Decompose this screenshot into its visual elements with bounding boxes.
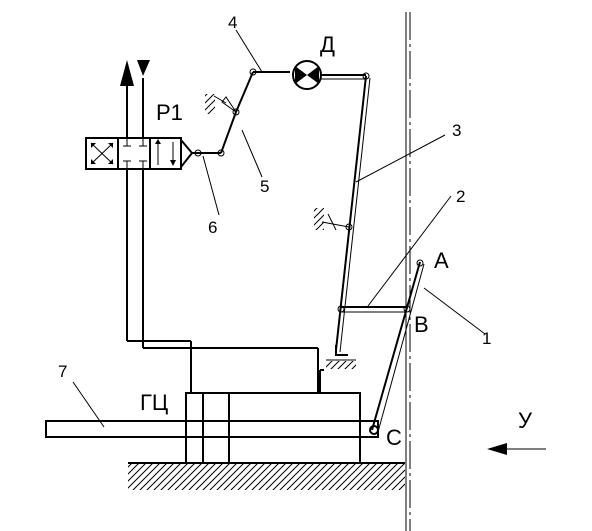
arrow-down-icon (137, 60, 150, 76)
linkage-6-5-4 (192, 68, 290, 157)
labels: 4 Д P1 3 2 5 6 A B 1 7 ГЦ C У (58, 13, 533, 450)
arrow-up-icon (120, 60, 134, 86)
label-a: A (434, 248, 449, 273)
label-7: 7 (58, 362, 67, 381)
lever-3 (314, 75, 371, 369)
leader-lines (72, 29, 486, 428)
label-6: 6 (208, 218, 217, 237)
label-p1: P1 (156, 100, 183, 125)
label-u: У (518, 408, 533, 433)
piston-rod (45, 420, 379, 438)
arrow-left-icon (487, 443, 507, 455)
directional-valve (85, 137, 194, 170)
hydraulic-lines (120, 60, 319, 393)
direction-arrow-u (487, 443, 546, 455)
label-gc: ГЦ (140, 390, 168, 415)
pedal-lever-1 (369, 259, 425, 435)
sensor-d (292, 60, 370, 90)
label-1: 1 (482, 329, 491, 348)
label-3: 3 (452, 121, 461, 140)
label-2: 2 (456, 187, 465, 206)
vehicle-wall (405, 12, 411, 531)
ground (128, 462, 405, 490)
master-cylinder (185, 369, 361, 464)
label-b: B (414, 312, 429, 337)
label-4: 4 (228, 13, 237, 32)
label-5: 5 (260, 177, 269, 196)
label-c: C (386, 425, 402, 450)
label-d: Д (320, 32, 335, 57)
link-2 (337, 305, 411, 313)
